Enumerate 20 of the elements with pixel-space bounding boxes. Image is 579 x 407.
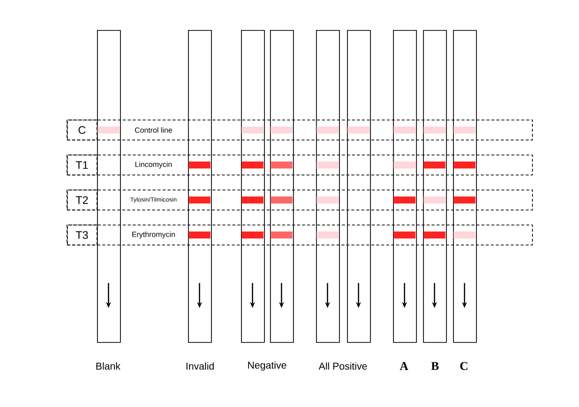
- strip-caption: C: [460, 362, 468, 370]
- strip-caption: Blank: [96, 362, 120, 370]
- test-strip: [316, 30, 340, 343]
- test-strip: [423, 30, 447, 343]
- test-strip: [97, 30, 121, 343]
- band-label: T1: [66, 154, 98, 176]
- strip-caption: Negative: [248, 361, 286, 371]
- band-label: T3: [66, 224, 98, 246]
- test-strip: [453, 30, 477, 343]
- strip-caption: All Positive: [318, 362, 367, 370]
- test-strip: [188, 30, 212, 343]
- test-strip: [347, 30, 371, 343]
- band-label: T2: [66, 190, 98, 210]
- band-label: C: [66, 120, 98, 140]
- strip-caption: B: [431, 362, 439, 370]
- strip-caption: A: [400, 362, 408, 370]
- test-strip: [270, 30, 294, 343]
- test-strip: [393, 30, 417, 343]
- strip-caption: Invalid: [186, 362, 214, 370]
- test-strip: [241, 30, 265, 343]
